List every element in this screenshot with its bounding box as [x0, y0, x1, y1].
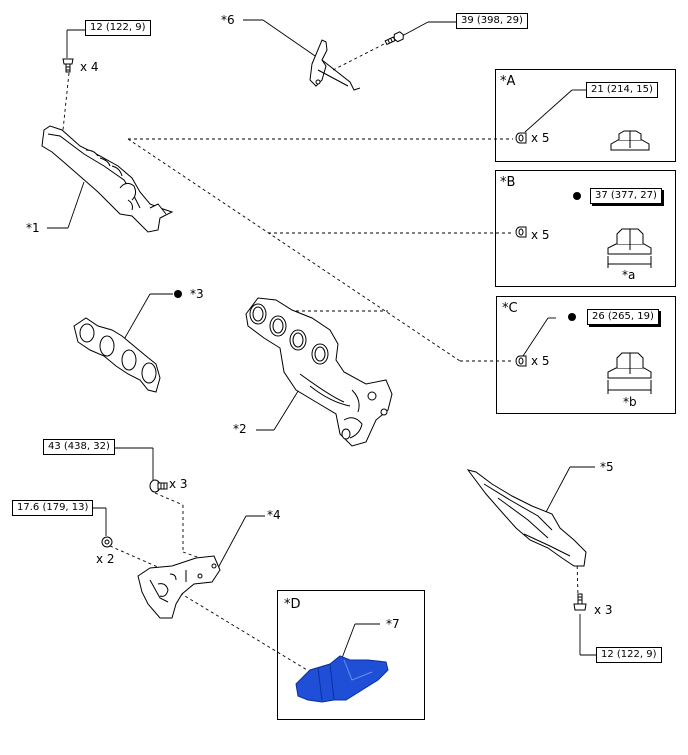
- box-b-title: *B: [500, 175, 516, 190]
- torque-spec-17-6: 17.6 (179, 13): [12, 500, 94, 516]
- torque-spec-bottom-right: 12 (122, 9): [596, 647, 662, 663]
- heat-insulator-lower: [466, 469, 587, 567]
- heat-insulator-upper: [41, 125, 174, 233]
- exhaust-manifold-2: [245, 297, 393, 447]
- label-part-1: *1: [26, 221, 40, 235]
- torque-spec-43: 43 (438, 32): [43, 439, 115, 455]
- label-part-2: *2: [233, 422, 247, 436]
- label-part-5: *5: [600, 460, 614, 474]
- qty-box-c: x 5: [531, 354, 550, 368]
- nut-c-detail: [607, 352, 652, 394]
- manifold-stay-4: [137, 555, 221, 619]
- qty-box-b: x 5: [531, 228, 550, 242]
- bracket-6: [309, 39, 361, 91]
- qty-box-a: x 5: [531, 131, 550, 145]
- torque-spec-a: 21 (214, 15): [586, 82, 658, 98]
- detail-box-a: [495, 69, 676, 162]
- qty-43: x 3: [169, 477, 188, 491]
- qty-bottom-right: x 3: [594, 603, 613, 617]
- label-part-7: *7: [386, 617, 400, 631]
- bolt-icons: [62, 31, 587, 611]
- gasket-3: [73, 317, 161, 393]
- torque-spec-top-left: 12 (122, 9): [85, 20, 151, 36]
- precoat-dot-b: [573, 192, 581, 200]
- torque-spec-top-mid: 39 (398, 29): [456, 13, 528, 29]
- leader-lines: [47, 19, 598, 659]
- torque-spec-b: 37 (377, 27): [590, 188, 662, 204]
- nut-details: [607, 130, 652, 394]
- label-dim-a: *a: [622, 268, 636, 282]
- torque-spec-c: 26 (265, 19): [587, 309, 659, 325]
- detail-box-d: [277, 590, 425, 720]
- assembly-lines: [62, 41, 579, 674]
- label-part-6: *6: [221, 13, 235, 27]
- nut-b-detail: [607, 228, 652, 268]
- qty-17-6: x 2: [96, 552, 115, 566]
- precoat-dot-3: [174, 290, 182, 298]
- label-part-4: *4: [267, 508, 281, 522]
- detail-box-c: [496, 296, 676, 414]
- qty-top-left: x 4: [80, 60, 99, 74]
- box-c-title: *C: [502, 301, 518, 316]
- precoat-dot-c: [568, 313, 576, 321]
- detail-box-b: [495, 170, 676, 287]
- highlighted-part-7: [295, 655, 389, 703]
- nut-a-detail: [610, 130, 650, 151]
- box-d-title: *D: [284, 597, 301, 612]
- box-a-title: *A: [500, 74, 516, 89]
- label-dim-b: *b: [623, 395, 637, 409]
- label-part-3: *3: [190, 287, 204, 301]
